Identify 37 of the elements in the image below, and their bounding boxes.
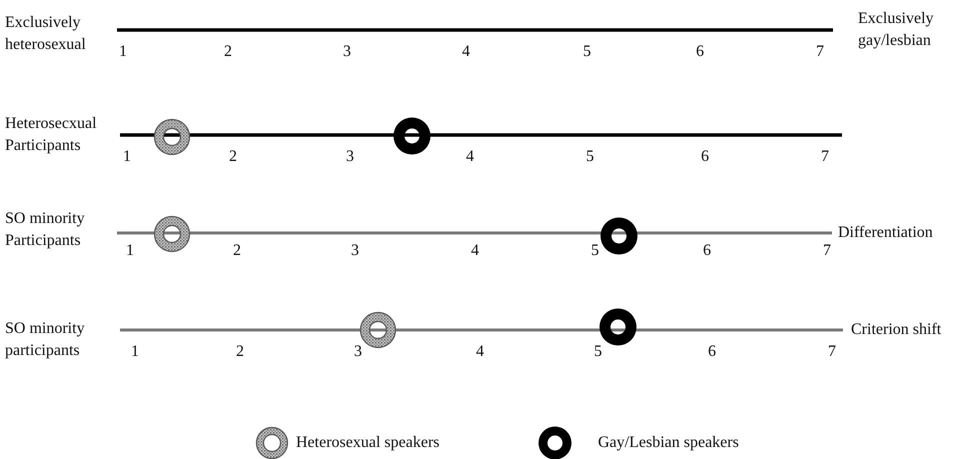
scale-number: 3 — [343, 42, 351, 62]
scale-number: 2 — [224, 42, 232, 62]
legend-label: Gay/Lesbian speakers — [598, 433, 739, 453]
scale-number: 5 — [586, 147, 594, 167]
scale-number: 5 — [594, 342, 602, 362]
scale-number: 5 — [583, 42, 591, 62]
scale-number: 2 — [229, 147, 237, 167]
scale-number: 3 — [354, 342, 362, 362]
scale-number: 6 — [696, 42, 704, 62]
scale-number: 1 — [126, 241, 134, 261]
scale-number: 1 — [119, 42, 127, 62]
scale-number: 1 — [123, 147, 131, 167]
axis-end-label: Exclusively heterosexual — [5, 13, 87, 55]
scale-number: 6 — [701, 147, 709, 167]
axis-end-label: Exclusively gay/lesbian — [858, 9, 935, 51]
scale-number: 7 — [816, 42, 824, 62]
scale-number: 3 — [351, 241, 359, 261]
scale-number: 4 — [462, 42, 470, 62]
legend-label: Heterosexual speakers — [296, 433, 440, 453]
scale-number: 6 — [703, 241, 711, 261]
scale-number: 2 — [236, 342, 244, 362]
scale-number: 3 — [346, 147, 354, 167]
scale-number: 7 — [821, 147, 829, 167]
scale-number: 4 — [466, 147, 474, 167]
scale-number: 1 — [131, 342, 139, 362]
row-label: Heterosecxual Participants — [5, 114, 98, 156]
row-label: SO minority Participants — [5, 209, 86, 251]
scale-number: 6 — [708, 342, 716, 362]
scale-number: 2 — [233, 241, 241, 261]
row-label: Differentiation — [838, 223, 933, 243]
scale-number: 5 — [591, 241, 599, 261]
row-label: Criterion shift — [851, 320, 942, 340]
scale-number: 7 — [823, 241, 831, 261]
row-label: SO minority participants — [5, 319, 86, 361]
scale-number: 4 — [476, 342, 484, 362]
scale-number: 4 — [471, 241, 479, 261]
scale-number: 7 — [828, 342, 836, 362]
